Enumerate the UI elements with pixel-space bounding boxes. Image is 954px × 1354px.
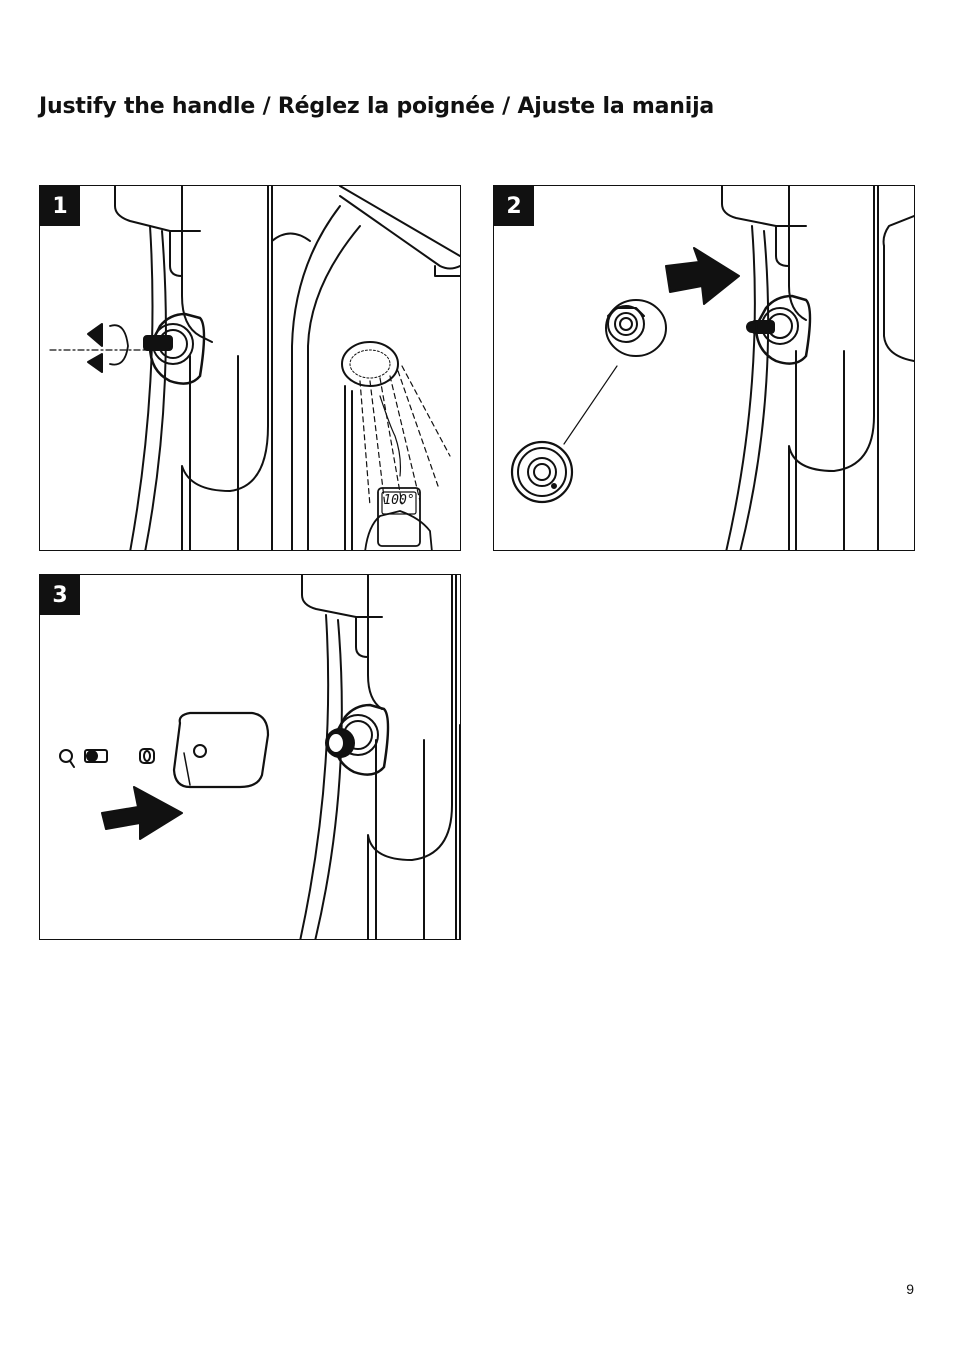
page-title: Justify the handle / Réglez la poignée /…: [39, 94, 715, 119]
page-number: 9: [906, 1281, 914, 1297]
step-2-badge: 2: [494, 186, 534, 226]
step-3-badge: 3: [40, 575, 80, 615]
step-1-badge: 1: [40, 186, 80, 226]
step-1-illustration: [49, 186, 460, 550]
step-3-panel: 3: [39, 574, 461, 940]
step-2-illustration: [510, 186, 914, 550]
step-3-illustration: [59, 575, 460, 939]
step-1-panel: 100° 1: [39, 185, 461, 551]
thermometer-display-reading: 100°: [383, 493, 415, 508]
step-2-panel: 2: [493, 185, 915, 551]
